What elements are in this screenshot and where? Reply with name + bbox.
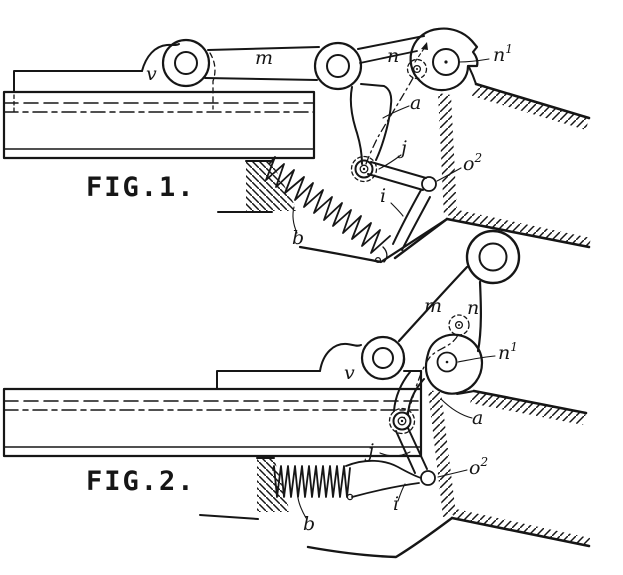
- fig1-label-o2: o2: [463, 151, 482, 175]
- fig1-receiver-frame: [298, 66, 591, 264]
- fig2-pin-n: [448, 314, 470, 336]
- fig1-hammer-disc: [409, 27, 479, 92]
- fig1-caption: FIG.1.: [86, 172, 196, 203]
- fig1-lever-v: [141, 38, 216, 110]
- fig1-link-j: [367, 161, 437, 192]
- fig2-link-m: [397, 229, 521, 353]
- fig2-label-j: j: [364, 440, 374, 462]
- fig1-label-v: v: [146, 63, 157, 85]
- fig2-hammer-disc: [424, 333, 484, 395]
- fig1-label-i: i: [380, 185, 386, 207]
- fig1-leader-lines: [292, 58, 490, 234]
- fig1-label-n: n: [387, 45, 399, 67]
- fig2-label-b: b: [303, 513, 315, 535]
- fig2-label-a: a: [472, 407, 483, 429]
- fig1-link-n: [357, 35, 425, 64]
- fig2-label-n: n: [467, 297, 479, 319]
- fig2-label-i: i: [393, 493, 399, 515]
- fig2-frame-lug: [199, 457, 290, 520]
- fig1-link-m: [204, 41, 363, 91]
- fig2-lever-v: [319, 335, 406, 381]
- fig2-label-v: v: [344, 362, 355, 384]
- fig1-centerline-a: [365, 77, 414, 165]
- fig2-label-o2: o2: [469, 455, 488, 479]
- fig1-pivot: [350, 155, 378, 183]
- fig1-label-a: a: [410, 92, 421, 114]
- fig1-label-b: b: [292, 227, 304, 249]
- fig2-receiver-frame: [306, 389, 591, 559]
- fig1-elbow-lever: [349, 83, 393, 165]
- fig2-spring-b: [272, 465, 351, 498]
- fig2-link-i: [345, 459, 422, 501]
- fig1-label-m: m: [255, 47, 273, 69]
- figure-2: v m n n1 a j o2 i b FIG.2.: [2, 229, 591, 559]
- fig2-caption: FIG.2.: [86, 466, 196, 497]
- fig2-barrel: [2, 369, 423, 458]
- fig2-label-m: m: [424, 295, 442, 317]
- fig1-label-j: j: [397, 137, 407, 159]
- fig1-pin-n: [406, 42, 428, 80]
- fig2-leader-lines: [297, 355, 496, 519]
- fig1-label-n1: n1: [493, 42, 513, 66]
- figure-1: v m n n1 a j o2 i b FIG.1.: [2, 27, 591, 264]
- fig1-link-i: [392, 189, 431, 251]
- fig1-barrel: [2, 70, 316, 160]
- fig2-label-n1: n1: [498, 340, 518, 364]
- fig2-pivot: [388, 407, 416, 435]
- fig1-frame-lug: [217, 160, 298, 213]
